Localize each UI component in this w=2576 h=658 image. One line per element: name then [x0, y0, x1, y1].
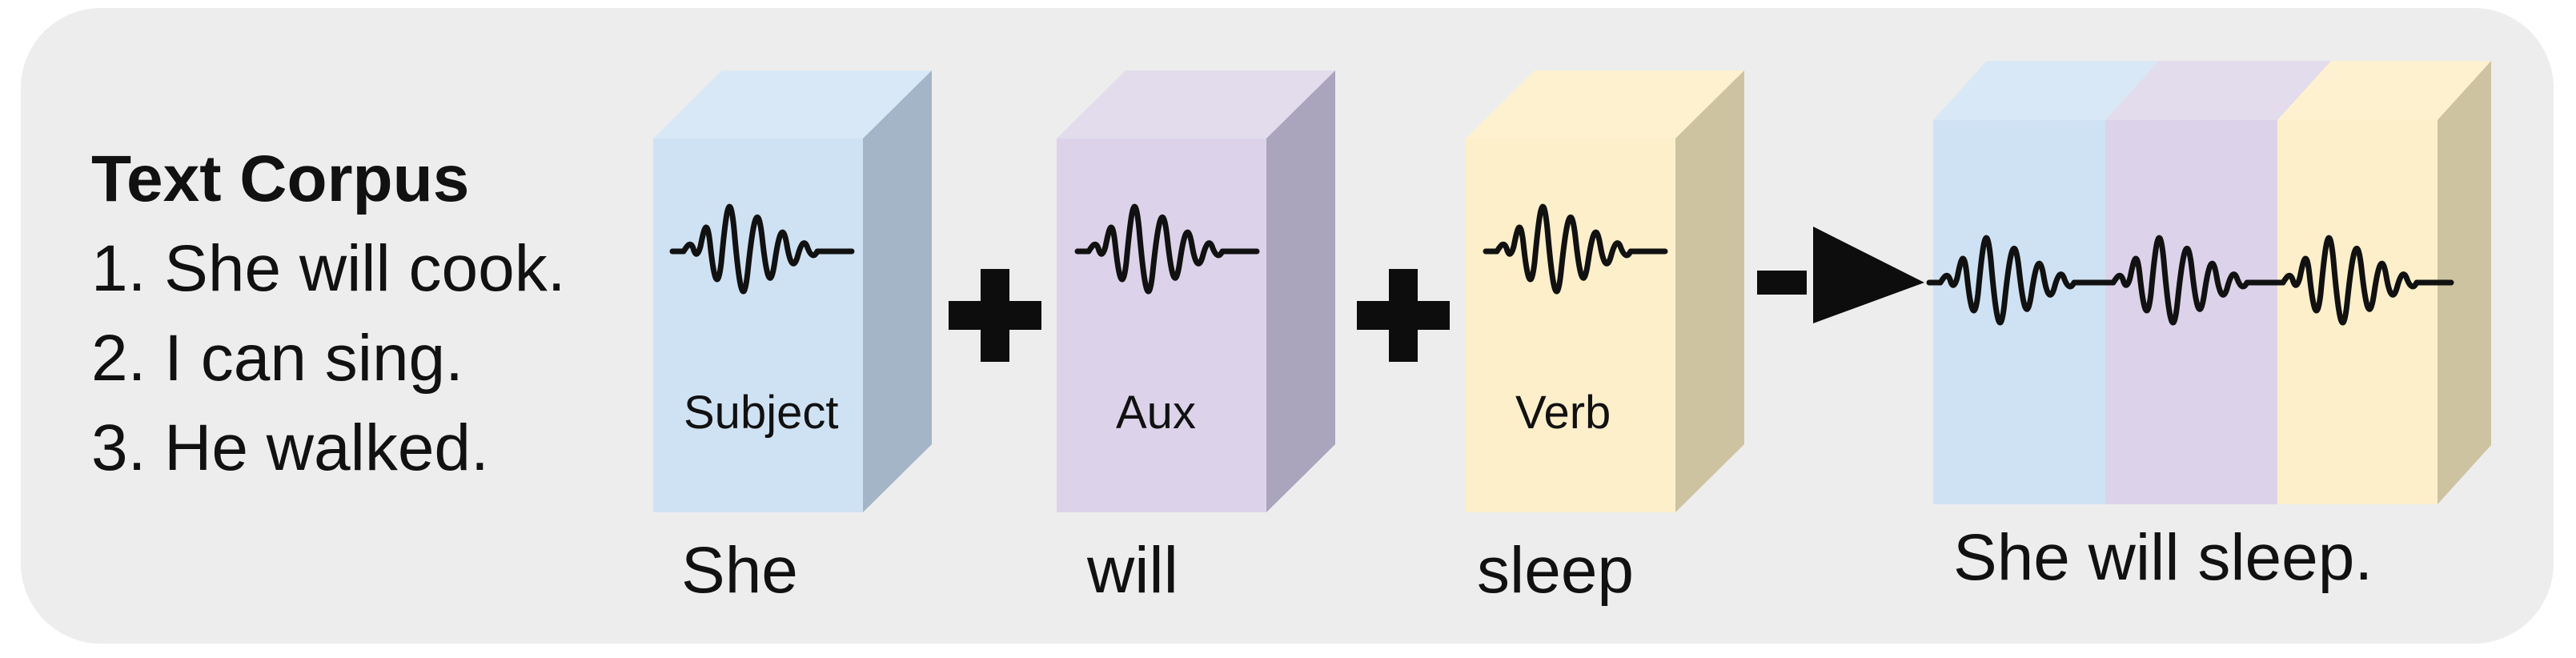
word-will: will — [1087, 534, 1178, 607]
block-aux — [1057, 70, 1335, 512]
combined-block-top-verb — [2277, 61, 2491, 120]
block-subject-side — [863, 70, 932, 512]
combined-block-top-aux — [2105, 61, 2331, 120]
block-subject — [653, 70, 932, 512]
block-subject-front — [653, 138, 863, 512]
corpus-line-3: 3. He walked. — [91, 411, 489, 484]
word-she: She — [681, 534, 798, 607]
block-label-verb: Verb — [1515, 387, 1611, 439]
combined-block-top-subject — [1933, 61, 2159, 120]
word-sleep: sleep — [1477, 534, 1635, 607]
text-corpus-title: Text Corpus — [91, 142, 470, 215]
block-aux-top — [1057, 70, 1335, 138]
arrow-right-icon — [1757, 227, 1924, 323]
block-label-subject: Subject — [684, 387, 839, 439]
block-verb-side — [1675, 70, 1744, 512]
combined-block-side — [2438, 61, 2491, 504]
corpus-line-2: 2. I can sing. — [91, 322, 463, 395]
plus-icon — [1357, 269, 1450, 362]
block-subject-top — [653, 70, 932, 138]
combined-segment-verb — [2277, 120, 2438, 504]
plus-icon — [949, 269, 1041, 362]
block-verb-top — [1466, 70, 1744, 138]
corpus-line-1: 1. She will cook. — [91, 232, 566, 305]
block-verb-front — [1466, 138, 1675, 512]
text-corpus: Text Corpus 1. She will cook. 2. I can s… — [91, 134, 566, 493]
block-verb — [1466, 70, 1744, 512]
combined-block — [1929, 61, 2491, 504]
block-aux-front — [1057, 138, 1266, 512]
result-sentence: She will sleep. — [1953, 521, 2373, 594]
block-aux-side — [1266, 70, 1335, 512]
combined-segment-subject — [1933, 120, 2105, 504]
block-label-aux: Aux — [1116, 387, 1196, 439]
combined-segment-aux — [2105, 120, 2277, 504]
